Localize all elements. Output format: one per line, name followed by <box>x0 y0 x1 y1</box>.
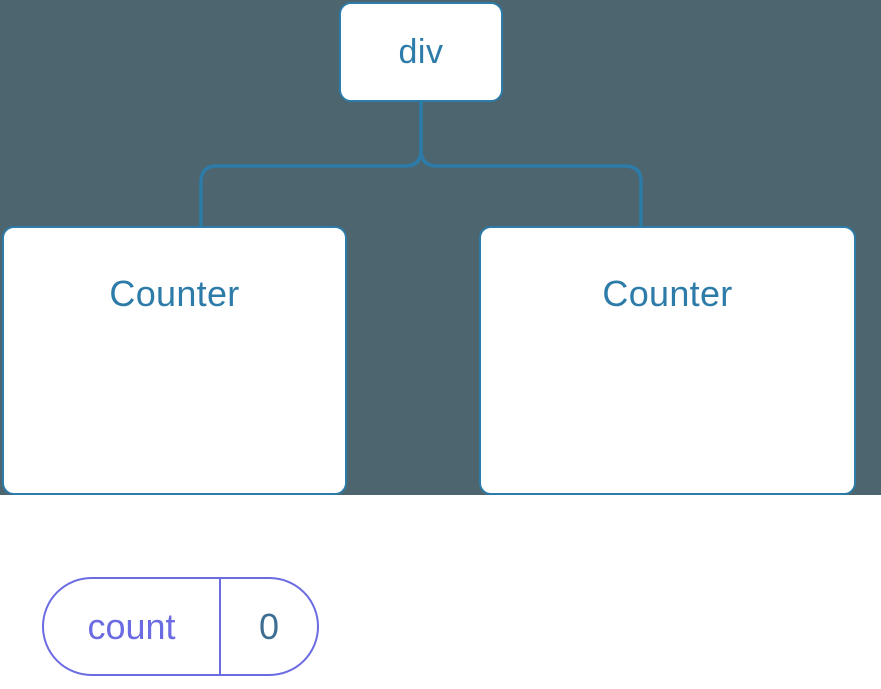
state-key-left: count <box>44 579 221 674</box>
node-counter-left-title: Counter <box>109 273 240 314</box>
node-counter-right-title: Counter <box>602 273 733 314</box>
node-counter-right[interactable]: Counter count 1 <box>479 226 856 495</box>
node-div-label: div <box>398 33 444 71</box>
node-div[interactable]: div <box>339 2 503 102</box>
connector-right-branch <box>419 100 643 228</box>
state-value-left: 0 <box>258 605 280 647</box>
node-counter-left[interactable]: Counter count 0 <box>2 226 347 676</box>
state-pill-left[interactable]: count 0 <box>42 577 319 676</box>
connector-left-branch <box>199 100 423 228</box>
